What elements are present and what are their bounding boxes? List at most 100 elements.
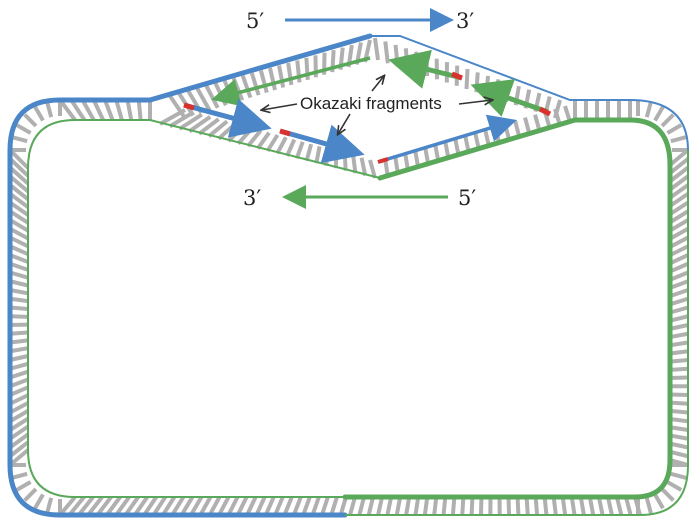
base-pair-rung: [460, 496, 466, 516]
base-pair-rung: [95, 495, 113, 517]
base-pair-rung: [450, 496, 457, 516]
base-pair-rung: [58, 495, 77, 517]
base-pair-rung: [314, 145, 322, 164]
base-pair-rung: [624, 496, 633, 516]
base-pair-rung: [285, 138, 297, 157]
primer-lower-1: [183, 102, 195, 111]
base-pair-rung: [286, 62, 294, 86]
top-five-prime-label: 5′: [246, 9, 264, 33]
base-pair-rung: [394, 496, 403, 516]
base-pair-rung: [9, 377, 29, 389]
base-pair-rung: [8, 148, 30, 170]
base-pair-rung: [178, 112, 203, 131]
base-pair-rung: [366, 496, 376, 516]
base-pair-rung: [9, 346, 29, 354]
base-pair-rung: [8, 209, 30, 225]
base-pair-rung: [159, 108, 186, 126]
base-pair-rung: [8, 432, 30, 450]
base-pair-rung: [9, 279, 29, 288]
base-pair-rung: [258, 70, 269, 94]
base-pair-rung: [226, 496, 240, 516]
base-pair-rung: [133, 495, 149, 517]
base-pair-rung: [69, 98, 87, 122]
base-pair-rung: [9, 401, 29, 415]
base-pair-rung: [198, 496, 213, 516]
base-pair-rung: [11, 471, 28, 480]
base-pair-rung: [9, 305, 29, 311]
parental-strands: [7, 33, 689, 518]
bottom-five-prime-label: 5′: [458, 186, 476, 210]
base-pair-rung: [80, 99, 96, 121]
base-pair-rung: [542, 496, 549, 516]
base-pair-rung: [376, 496, 385, 516]
base-pair-rung: [151, 495, 167, 517]
base-pair-rung: [424, 55, 430, 77]
base-pair-rung: [669, 400, 689, 406]
base-pair-rung: [277, 65, 286, 88]
base-pair-rung: [33, 105, 45, 122]
base-pair-rung: [103, 99, 115, 121]
base-pair-rung: [8, 440, 30, 458]
base-pair-rung: [324, 148, 330, 166]
base-pair-rung: [669, 441, 689, 450]
base-pair-rung: [669, 305, 689, 315]
base-pair-rung: [207, 119, 229, 138]
base-pair-rung: [393, 44, 400, 67]
base-pair-rung: [170, 495, 186, 517]
base-pair-rung: [222, 79, 236, 104]
base-pair-rung: [213, 82, 228, 107]
base-pair-rung: [660, 113, 675, 128]
okazaki-pointers: [262, 76, 492, 134]
base-pair-rung: [189, 495, 204, 517]
base-pair-rung: [669, 296, 689, 307]
base-pair-rung: [533, 496, 540, 516]
base-pair-rung: [342, 153, 348, 171]
base-pair-rung: [668, 183, 690, 200]
base-pair-rung: [114, 495, 131, 517]
base-pair-rung: [524, 496, 530, 516]
okazaki-fragment-lower-1: [183, 98, 272, 138]
okazaki-fragment-upper-2: [470, 79, 549, 117]
base-pair-rung: [265, 133, 280, 153]
leading-strand-lower: [377, 114, 517, 164]
base-pair-rung: [329, 496, 339, 516]
base-pair-rung: [235, 496, 249, 516]
base-pair-rung: [254, 496, 267, 516]
base-pair-rung: [368, 159, 377, 179]
base-pair-rung: [644, 101, 653, 118]
okazaki-fragment-upper-1: [388, 49, 463, 89]
base-pair-rung: [168, 94, 187, 120]
base-pair-rung: [310, 496, 321, 516]
base-pair-rung: [8, 183, 30, 201]
base-pair-rung: [9, 361, 29, 371]
base-pair-rung: [668, 209, 690, 225]
base-pair-rung: [669, 417, 689, 424]
base-pair-rung: [86, 495, 104, 517]
outer-blue-strand: [7, 33, 373, 518]
base-pair-rung: [304, 143, 314, 162]
base-pair-rung: [77, 495, 95, 517]
primer-lower-2: [279, 128, 291, 137]
base-pair-rung: [8, 166, 30, 186]
base-pair-rung: [195, 87, 212, 112]
base-pair-rung: [669, 253, 689, 266]
base-pair-rung: [669, 408, 689, 415]
base-pair-rung: [560, 496, 568, 516]
base-pair-rung: [304, 57, 310, 80]
base-pair-rung: [9, 354, 29, 362]
base-pair-rung: [669, 235, 689, 249]
base-pair-rung: [422, 496, 430, 516]
base-pair-rung: [404, 496, 412, 516]
base-pair-rung: [669, 366, 689, 372]
base-pair-rung: [9, 288, 29, 296]
base-pair-rung: [8, 448, 30, 467]
base-pair-rung: [653, 105, 665, 122]
base-pair-rung: [282, 496, 294, 516]
base-pair-rung: [8, 218, 30, 233]
base-pair-rung: [666, 480, 683, 492]
base-pair-rung: [301, 496, 312, 516]
base-pair-rung: [114, 99, 124, 121]
top-three-prime-label: 3′: [456, 9, 474, 33]
base-pair-rung: [91, 99, 105, 121]
